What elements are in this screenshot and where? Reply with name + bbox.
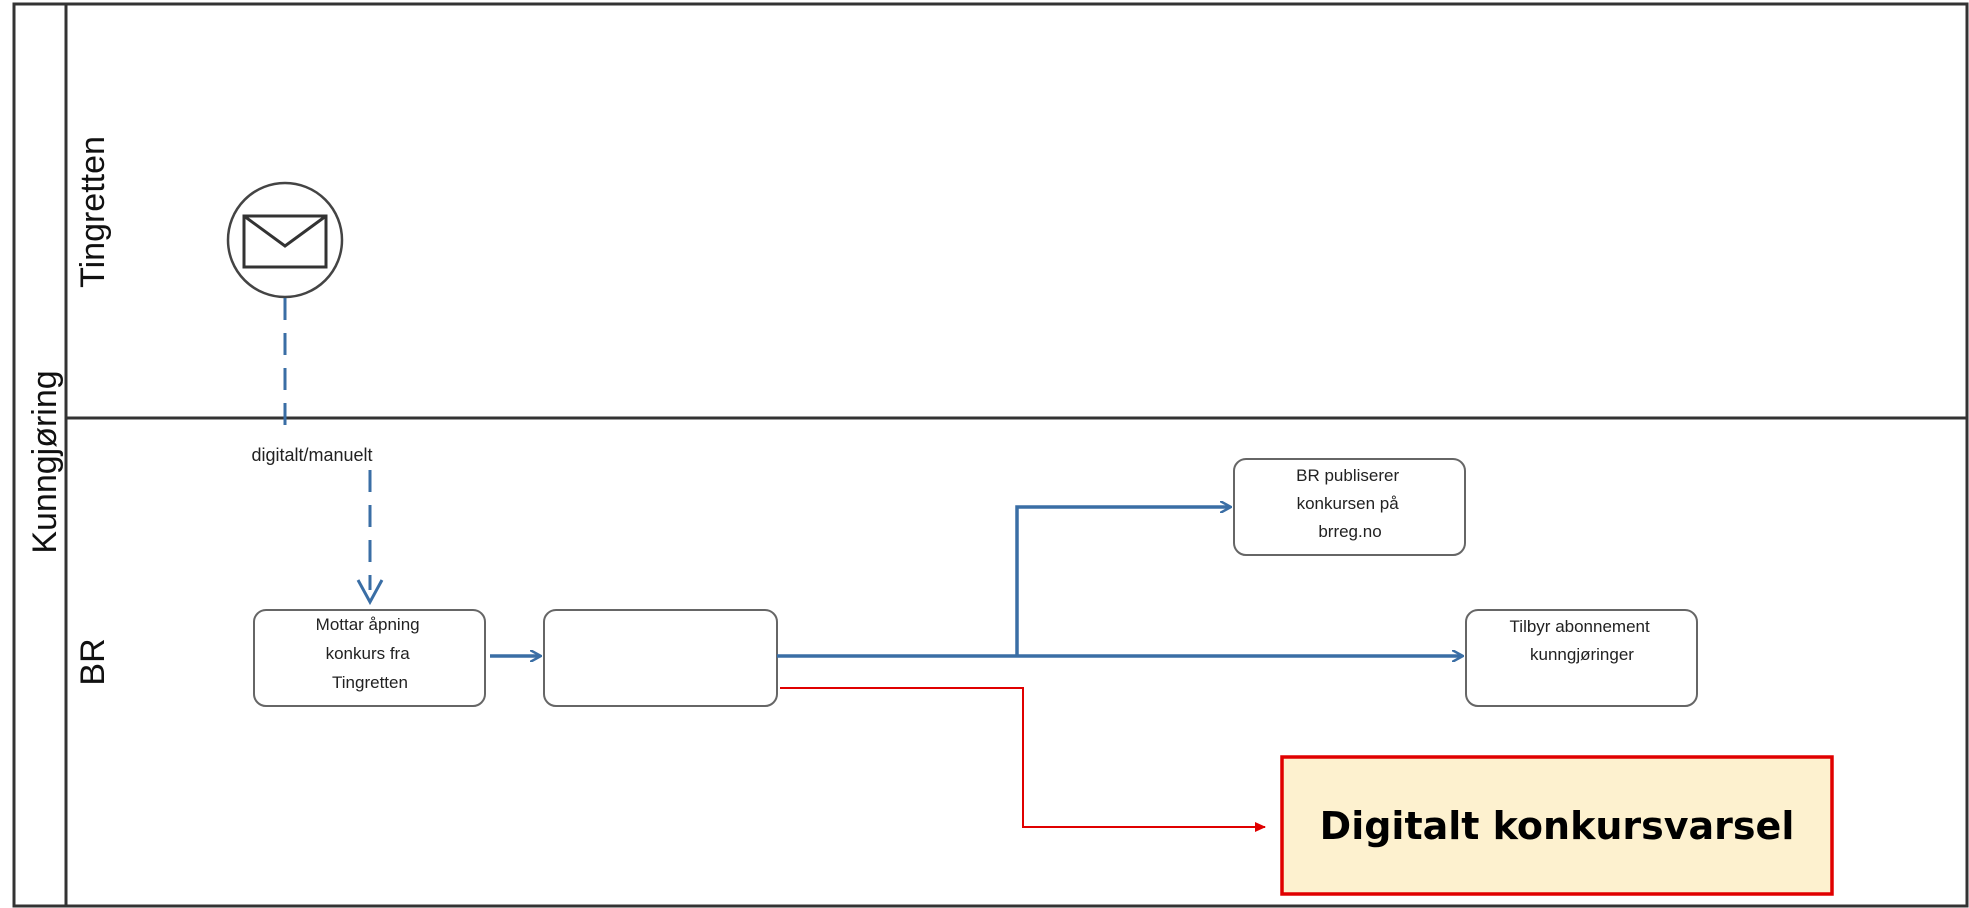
task-mottar-line-3: Tingretten <box>332 673 408 692</box>
task-br-registerer[interactable] <box>0 0 778 707</box>
svg-text:Tilbyr abonnement kunngj: Tilbyr abonnement kunngjøringer <box>1510 617 1655 664</box>
pool: Kunngjøring <box>12 2 1969 908</box>
task-publiserer-line-1: BR publiserer <box>1296 466 1399 485</box>
lane-tingretten: Tingretten <box>74 136 112 288</box>
highlight-connector <box>780 687 1266 832</box>
task-tilbyr-line-1: Tilbyr abonnement <box>1510 617 1650 636</box>
lane-label-br: BR <box>74 638 112 685</box>
message-flow: digitalt/manuelt <box>251 298 384 606</box>
pool-border <box>12 2 1969 908</box>
svg-text:Mottar åpning konkurs fr: Mottar åpning konkurs fra Tingretten <box>316 615 425 692</box>
flow-registerer-to-publiserer <box>1015 507 1230 656</box>
svg-text:BR publiserer konkursen: BR publiserer konkursen på brreg.no <box>1296 466 1404 541</box>
envelope-icon <box>242 214 328 269</box>
lane-br: BR <box>74 638 112 685</box>
message-flow-label: digitalt/manuelt <box>251 445 372 465</box>
message-start-event[interactable] <box>226 181 344 299</box>
task-publiserer-line-2: konkursen på <box>1297 494 1400 513</box>
task-tilbyr-abonnement[interactable]: Tilbyr abonnement kunngjøringer <box>1465 609 1698 707</box>
task-tilbyr-line-2: kunngjøringer <box>1530 645 1634 664</box>
sequence-flows <box>490 507 1462 656</box>
task-br-publiserer[interactable]: BR publiserer konkursen på brreg.no <box>1233 458 1466 556</box>
task-mottar-line-1: Mottar åpning <box>316 615 420 634</box>
task-mottar-line-2: konkurs fra <box>326 644 411 663</box>
callout-label: Digitalt konkursvarsel <box>1320 804 1795 848</box>
pool-label: Kunngjøring <box>26 370 64 553</box>
lane-label-tingretten: Tingretten <box>74 136 112 288</box>
callout-digitalt-konkursvarsel[interactable]: Digitalt konkursvarsel <box>1280 755 1834 896</box>
task-publiserer-line-3: brreg.no <box>1318 522 1381 541</box>
task-mottar-apning[interactable]: Mottar åpning konkurs fra Tingretten <box>253 609 486 707</box>
